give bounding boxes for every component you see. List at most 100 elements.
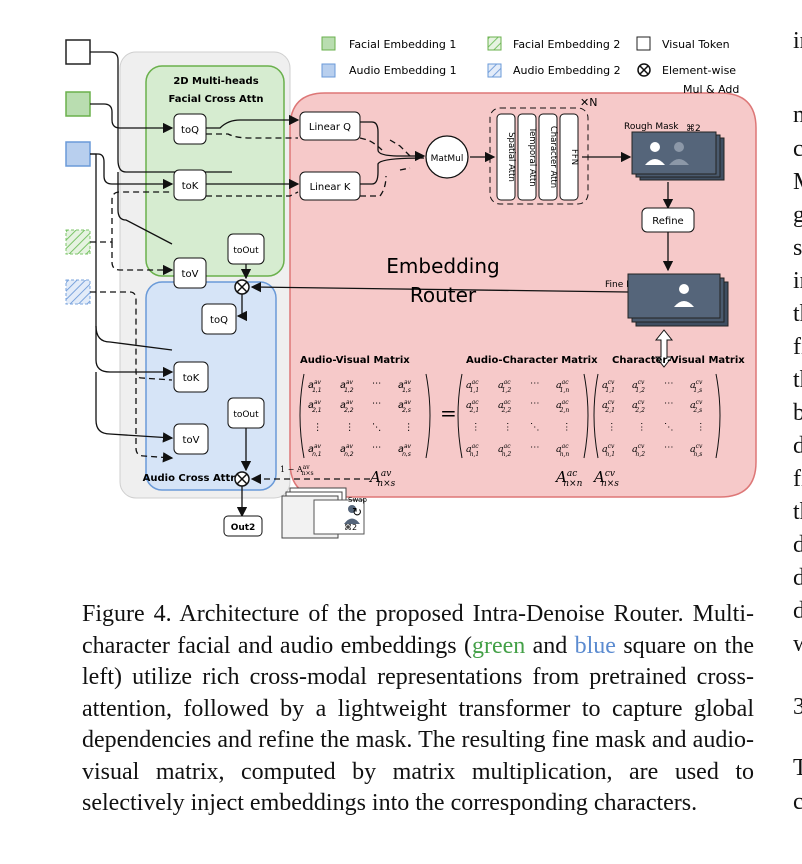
right-col-line: d xyxy=(793,532,802,558)
legend-elementwise-line1: Element-wise xyxy=(662,64,736,77)
svg-text:⋯: ⋯ xyxy=(530,442,540,453)
svg-text:⋮: ⋮ xyxy=(503,422,513,433)
legend-audio2: Audio Embedding 2 xyxy=(513,64,621,77)
times-n-label: ✕N xyxy=(580,96,597,109)
right-col-line: th xyxy=(793,499,802,525)
right-col-line: th xyxy=(793,367,802,393)
facial-toK-label: toK xyxy=(182,181,199,192)
legend-audio1: Audio Embedding 1 xyxy=(349,64,457,77)
swapped-mask-image-icon xyxy=(281,487,365,539)
svg-text:⋯: ⋯ xyxy=(372,398,382,409)
audio-embedding-2-input-icon xyxy=(65,279,91,305)
audio-toV-label: toV xyxy=(183,435,200,446)
right-col-line: d xyxy=(793,565,802,591)
swap-icon: ↻ xyxy=(352,505,362,519)
svg-text:⋱: ⋱ xyxy=(664,422,674,433)
right-col-line: M xyxy=(793,169,802,196)
legend-visual-token-icon xyxy=(636,36,651,51)
svg-text:⋮: ⋮ xyxy=(471,422,481,433)
temporal-attn-box xyxy=(517,113,537,201)
refine-box xyxy=(641,207,695,233)
audio-toK-label: toK xyxy=(183,373,200,384)
right-col-line: c xyxy=(793,789,802,815)
matmul-node xyxy=(425,135,469,179)
caption-and: and xyxy=(525,632,575,659)
facial-toQ-label: toQ xyxy=(181,125,199,136)
av-matrix-title: Audio-Visual Matrix xyxy=(300,355,410,366)
svg-text:⋯: ⋯ xyxy=(530,378,540,389)
linear-k-box xyxy=(299,171,361,201)
facial-toV-label: toV xyxy=(182,269,199,280)
svg-text:⋮: ⋮ xyxy=(562,422,572,433)
character-attn-label: Character Attn xyxy=(548,126,558,188)
legend-facial1-icon xyxy=(321,36,336,51)
right-col-line: fi xyxy=(793,334,802,360)
transformer-stack xyxy=(489,107,589,205)
caption-part1: Figure 4. Architecture of the proposed I… xyxy=(82,601,754,659)
audio-toOut-label: toOut xyxy=(233,410,259,420)
right-col-line: in xyxy=(793,28,802,54)
legend-facial2-icon xyxy=(487,36,502,51)
cv-matrix-title: Character-Visual Matrix xyxy=(612,355,745,366)
refine-label: Refine xyxy=(652,216,683,227)
spatial-attn-label: Spatial Attn xyxy=(506,132,516,182)
rough-mask-label: Rough Mask xyxy=(624,122,679,132)
linear-q-label: Linear Q xyxy=(309,122,351,133)
legend-elementwise-icon xyxy=(637,63,651,77)
legend-visual-token: Visual Token xyxy=(662,38,730,51)
audio-toQ-label: toQ xyxy=(210,315,228,326)
fine-mask-image-icon xyxy=(627,273,729,327)
svg-text:⋯: ⋯ xyxy=(664,378,674,389)
right-col-line: T xyxy=(793,755,802,781)
out2-label: Out2 xyxy=(231,523,256,533)
swap-x2: ⌘2 xyxy=(344,523,357,532)
svg-text:⋱: ⋱ xyxy=(530,422,540,433)
svg-text:⋮: ⋮ xyxy=(696,422,706,433)
svg-text:⋯: ⋯ xyxy=(664,398,674,409)
right-col-line: fi xyxy=(793,466,802,492)
facial-toV-box xyxy=(173,257,207,289)
facial-embedding-2-input-icon xyxy=(65,229,91,255)
rough-mask-image-icon xyxy=(631,131,725,181)
svg-text:⋮: ⋮ xyxy=(607,422,617,433)
audio-embedding-1-input-icon xyxy=(65,141,91,167)
architecture-diagram: 2D Multi-heads Facial Cross Attn Audio C… xyxy=(65,36,757,539)
right-col-line: g xyxy=(793,202,802,228)
facial-toQ-box xyxy=(173,113,207,145)
right-col-line: 3 xyxy=(793,694,802,720)
spatial-attn-box xyxy=(496,113,516,201)
rough-mask-x2: ⌘2 xyxy=(686,124,701,134)
right-col-line: s xyxy=(793,235,802,261)
router-title-line2: Router xyxy=(410,283,477,307)
svg-text:⋯: ⋯ xyxy=(372,378,382,389)
out2-box xyxy=(223,515,263,537)
svg-text:⋮: ⋮ xyxy=(345,422,355,433)
visual-token-input-icon xyxy=(65,39,91,65)
swap-label: Swap xyxy=(348,496,367,504)
svg-text:⋱: ⋱ xyxy=(372,422,382,433)
